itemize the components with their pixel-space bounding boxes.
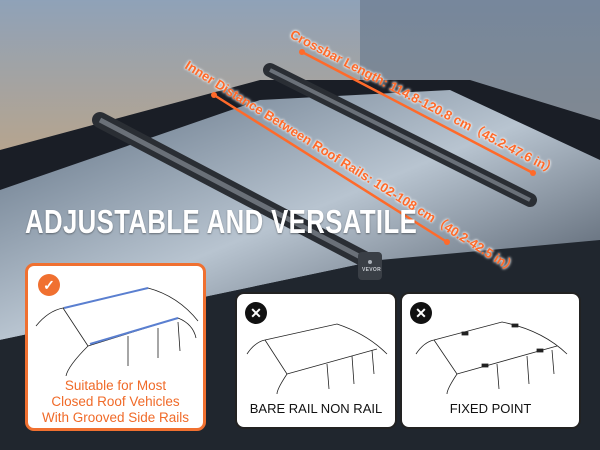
fixed-point-caption: FIXED POINT [449, 401, 532, 416]
caption-line: Suitable for Most [64, 378, 167, 393]
compatible-roof-card: ✓ Suitable for Most Closed Roof Vehicles… [25, 263, 206, 431]
caption-line: Closed Roof Vehicles [51, 394, 180, 409]
fixed-point-card: ✕ FIXED POINT [400, 292, 581, 429]
bare-roof-illustration [246, 323, 388, 394]
bare-rail-card: ✕ BARE RAIL NON RAIL [235, 292, 397, 429]
grooved-rail-roof-illustration [35, 287, 199, 376]
brand-mark: VEVOR [362, 267, 382, 273]
x-icon: ✕ [245, 302, 267, 324]
headline: ADJUSTABLE AND VERSATILE [25, 203, 418, 240]
compatible-caption: Suitable for Most Closed Roof Vehicles W… [28, 378, 203, 426]
bare-rail-caption: BARE RAIL NON RAIL [249, 401, 383, 416]
fixed-point-roof-illustration [415, 321, 568, 394]
check-icon: ✓ [38, 274, 60, 296]
caption-line: With Grooved Side Rails [41, 410, 190, 425]
x-icon: ✕ [410, 302, 432, 324]
